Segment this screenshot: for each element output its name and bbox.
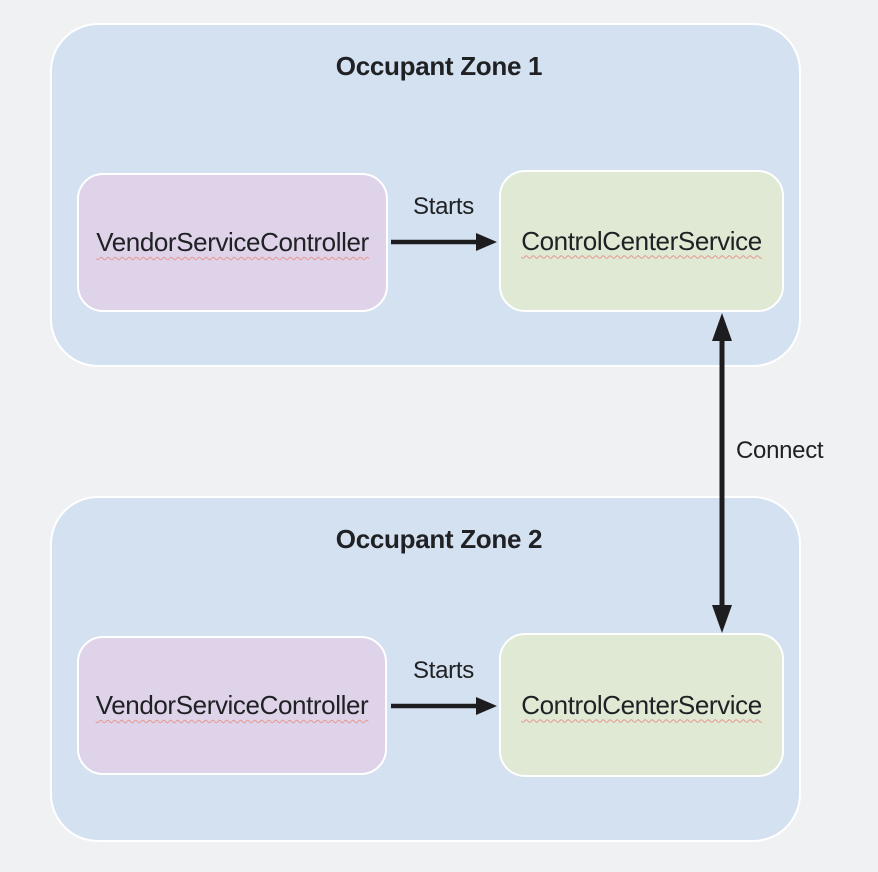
vendor-service-controller-label-zone-1: VendorServiceController [96, 227, 369, 257]
vendor-service-controller-node-zone-2: VendorServiceController [77, 636, 387, 775]
zone-2-title: Occupant Zone 2 [335, 524, 543, 554]
control-center-service-label-zone-2: ControlCenterService [521, 689, 762, 720]
starts-label-zone-2: Starts [413, 657, 474, 684]
zone-1-title: Occupant Zone 1 [335, 51, 543, 81]
control-center-service-node-zone-1: ControlCenterService [499, 170, 784, 312]
connect-label: Connect [736, 437, 824, 464]
vendor-service-controller-node-zone-1: VendorServiceController [77, 173, 388, 312]
vendor-service-controller-label-zone-2: VendorServiceController [95, 690, 369, 720]
starts-label-zone-1: Starts [413, 193, 474, 220]
control-center-service-label-zone-1: ControlCenterService [521, 225, 762, 256]
control-center-service-node-zone-2: ControlCenterService [499, 633, 784, 777]
